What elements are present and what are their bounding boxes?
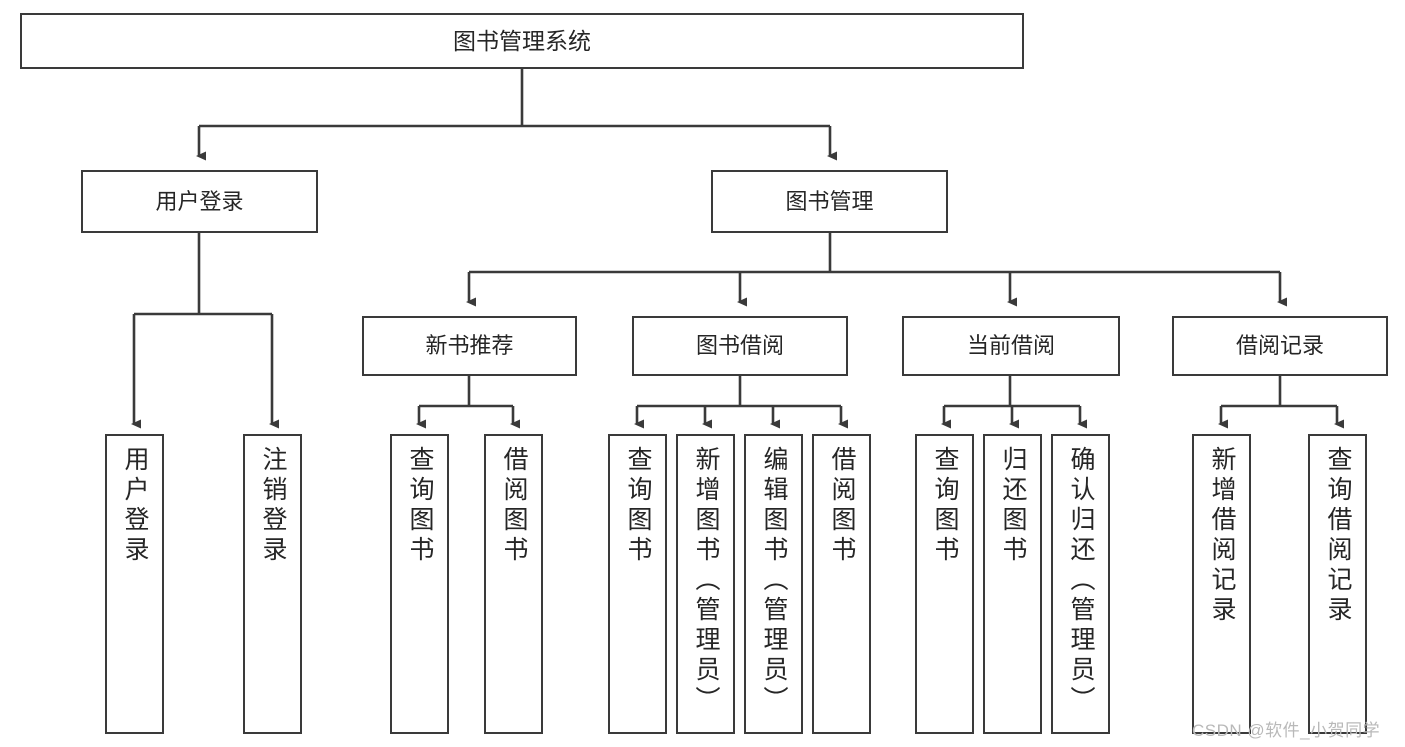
node-leaf-confirm-return-label: 确认归还（管理员） — [1067, 446, 1095, 716]
node-leaf-add-book[interactable]: 新增图书（管理员） — [676, 434, 735, 734]
node-new-book-rec[interactable]: 新书推荐 — [362, 316, 577, 376]
node-leaf-borrow-book-1-label: 借阅图书 — [500, 446, 528, 566]
node-book-borrow-label: 图书借阅 — [695, 333, 784, 359]
node-leaf-borrow-book-1[interactable]: 借阅图书 — [484, 434, 543, 734]
node-book-manage-label: 图书管理 — [785, 188, 874, 214]
node-leaf-logout-label: 注销登录 — [259, 446, 287, 566]
node-leaf-borrow-book-2-label: 借阅图书 — [828, 446, 856, 566]
node-leaf-return-book-label: 归还图书 — [999, 446, 1027, 566]
node-book-manage[interactable]: 图书管理 — [711, 170, 948, 233]
node-leaf-add-record-label: 新增借阅记录 — [1208, 446, 1236, 626]
node-user-login-label: 用户登录 — [155, 188, 244, 214]
node-leaf-query-book-2-label: 查询图书 — [624, 446, 652, 566]
node-leaf-add-record[interactable]: 新增借阅记录 — [1192, 434, 1251, 734]
node-leaf-user-login[interactable]: 用户登录 — [105, 434, 164, 734]
node-leaf-query-book-3-label: 查询图书 — [931, 446, 959, 566]
node-borrow-record-label: 借阅记录 — [1235, 333, 1324, 359]
node-leaf-user-login-label: 用户登录 — [121, 446, 149, 566]
node-leaf-query-book-1[interactable]: 查询图书 — [390, 434, 449, 734]
node-leaf-edit-book-label: 编辑图书（管理员） — [760, 446, 788, 716]
node-leaf-query-record-label: 查询借阅记录 — [1324, 446, 1352, 626]
node-book-borrow[interactable]: 图书借阅 — [632, 316, 848, 376]
node-leaf-query-book-2[interactable]: 查询图书 — [608, 434, 667, 734]
node-leaf-query-book-3[interactable]: 查询图书 — [915, 434, 974, 734]
node-leaf-query-book-1-label: 查询图书 — [406, 446, 434, 566]
node-root-label: 图书管理系统 — [453, 27, 591, 54]
node-leaf-borrow-book-2[interactable]: 借阅图书 — [812, 434, 871, 734]
node-leaf-return-book[interactable]: 归还图书 — [983, 434, 1042, 734]
node-current-borrow[interactable]: 当前借阅 — [902, 316, 1120, 376]
node-leaf-query-record[interactable]: 查询借阅记录 — [1308, 434, 1367, 734]
node-user-login[interactable]: 用户登录 — [81, 170, 318, 233]
node-leaf-add-book-label: 新增图书（管理员） — [692, 446, 720, 716]
node-root[interactable]: 图书管理系统 — [20, 13, 1024, 69]
csdn-watermark: CSDN @软件_小贺同学 — [1192, 721, 1381, 740]
node-leaf-confirm-return[interactable]: 确认归还（管理员） — [1051, 434, 1110, 734]
node-leaf-logout[interactable]: 注销登录 — [243, 434, 302, 734]
node-leaf-edit-book[interactable]: 编辑图书（管理员） — [744, 434, 803, 734]
node-new-book-rec-label: 新书推荐 — [425, 333, 514, 359]
node-borrow-record[interactable]: 借阅记录 — [1172, 316, 1388, 376]
node-current-borrow-label: 当前借阅 — [966, 333, 1055, 359]
